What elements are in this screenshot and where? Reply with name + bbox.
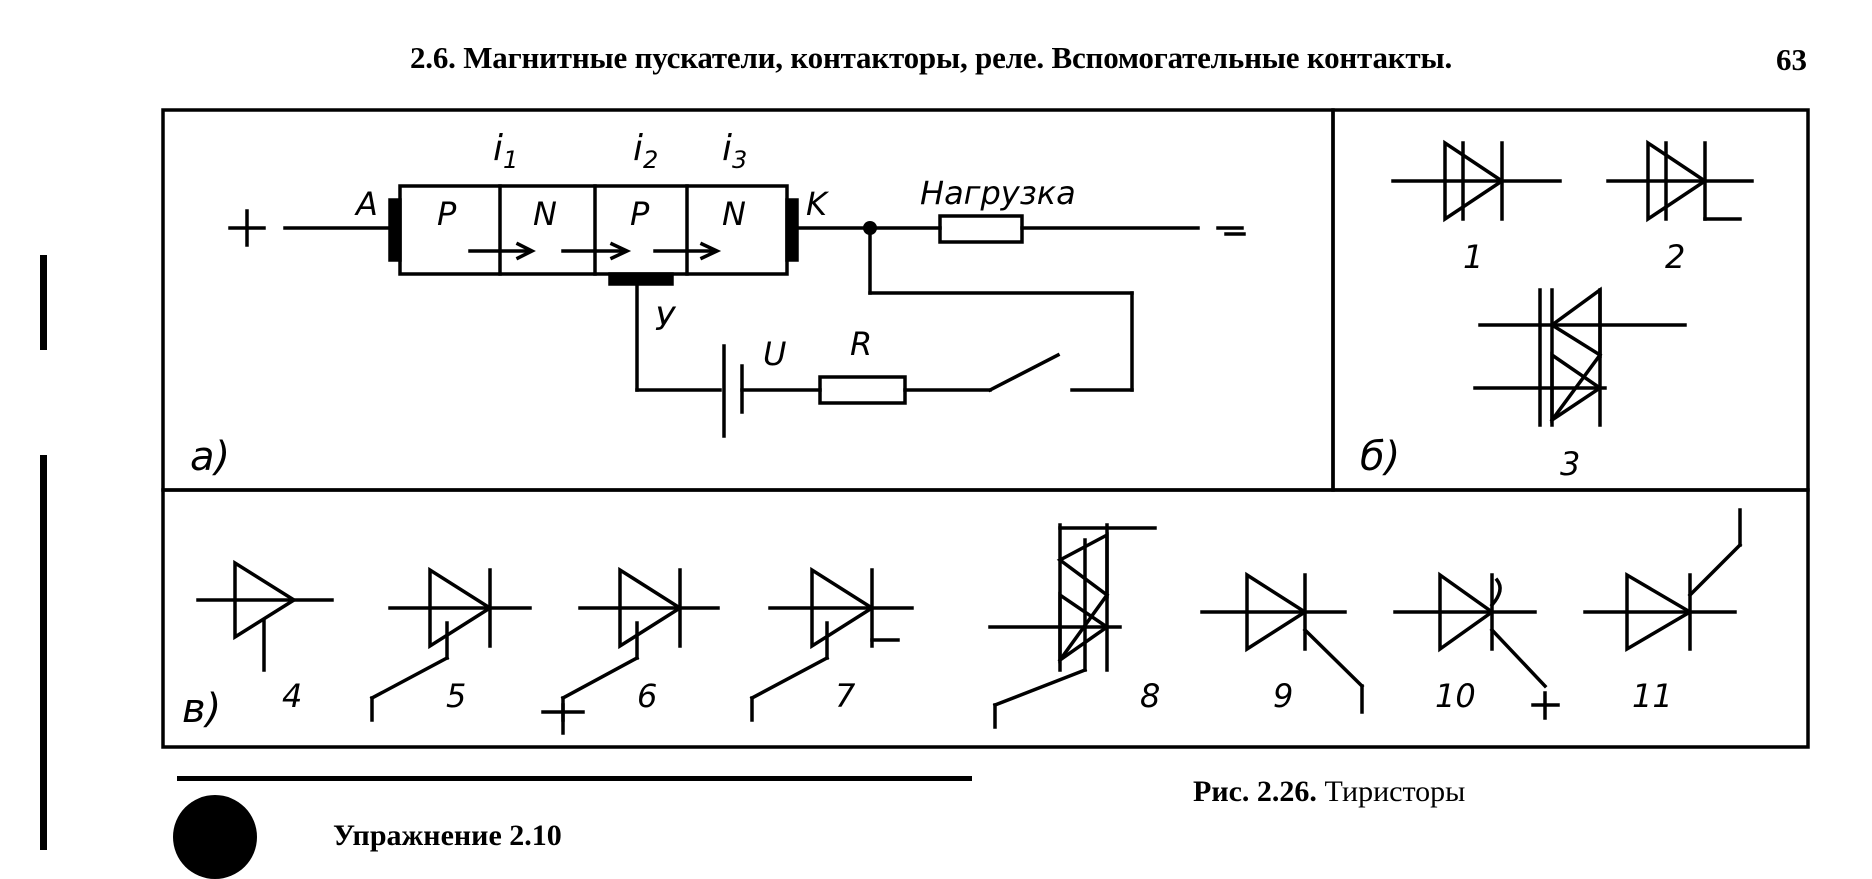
symbol-4 <box>196 559 334 672</box>
symbol-5 <box>369 566 532 722</box>
label-number-1: 1 <box>1463 238 1483 276</box>
switch-blade <box>987 352 1061 393</box>
label-layer-p2: P <box>630 195 650 233</box>
label-load: Нагрузка <box>920 174 1076 212</box>
panel-c-frame <box>161 488 1810 749</box>
figure-caption: Рис. 2.26. Тиристоры <box>1193 775 1465 809</box>
figure-caption-text: Тиристоры <box>1324 775 1466 808</box>
label-cathode: K <box>806 185 830 223</box>
load-resistor <box>938 214 1024 244</box>
symbol-11 <box>1583 508 1743 653</box>
label-number-4: 4 <box>282 677 302 715</box>
symbol-6 <box>541 566 720 735</box>
label-layer-p1: P <box>437 195 457 233</box>
label-gate: У <box>655 300 677 338</box>
label-number-7: 7 <box>835 677 856 715</box>
thyristor-structure <box>388 184 799 286</box>
label-panel-b: б) <box>1360 434 1400 480</box>
label-current-i1: i1 <box>493 128 518 174</box>
exercise-bullet <box>173 795 257 879</box>
label-panel-c: в) <box>182 686 221 732</box>
resistor-r <box>818 375 907 405</box>
panel-b-frame <box>1331 108 1810 492</box>
symbol-7 <box>749 566 914 722</box>
figure-caption-prefix: Рис. 2.26. <box>1193 775 1317 808</box>
symbol-10 <box>1393 571 1560 720</box>
label-panel-a: a) <box>190 434 230 480</box>
label-layer-n1: N <box>533 195 557 233</box>
label-number-8: 8 <box>1140 677 1160 715</box>
symbol-8 <box>988 523 1157 729</box>
label-layer-n2: N <box>722 195 746 233</box>
symbol-1 <box>1391 139 1562 223</box>
section-divider <box>177 776 972 781</box>
label-number-5: 5 <box>446 677 466 715</box>
label-current-i2: i2 <box>633 128 658 174</box>
thyristor-figure: a) + A K P N P N i1 i2 i3 У Нагрузка U R… <box>161 108 1810 749</box>
scan-margin-mark <box>40 455 47 850</box>
symbol-9 <box>1200 571 1365 714</box>
label-current-i3: i3 <box>722 128 747 174</box>
label-resistor: R <box>850 325 872 363</box>
scan-margin-mark <box>40 255 47 350</box>
label-number-9: 9 <box>1273 677 1293 715</box>
label-number-3: 3 <box>1560 445 1580 483</box>
label-source: U <box>763 335 786 373</box>
symbol-3 <box>1473 286 1687 427</box>
label-number-10: 10 <box>1435 677 1476 715</box>
page-number: 63 <box>1776 42 1807 77</box>
label-number-6: 6 <box>637 677 657 715</box>
exercise-heading: Упражнение 2.10 <box>333 819 562 852</box>
panel-a-frame <box>161 108 1335 492</box>
junction-dot <box>863 221 877 235</box>
label-number-2: 2 <box>1665 238 1685 276</box>
symbol-2 <box>1606 139 1754 223</box>
label-number-11: 11 <box>1632 677 1673 715</box>
label-anode: A <box>354 185 378 223</box>
page-header-title: 2.6. Магнитные пускатели, контакторы, ре… <box>410 40 1453 75</box>
